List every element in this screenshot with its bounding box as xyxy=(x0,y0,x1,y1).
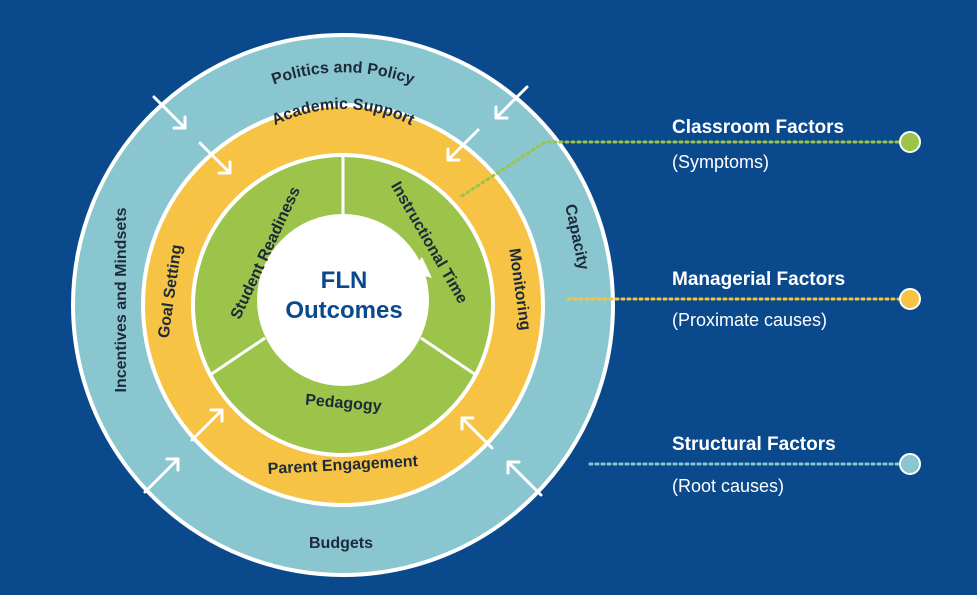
legend-connectors xyxy=(460,140,902,466)
arrow-icon xyxy=(410,257,432,278)
label-pedagogy: Pedagogy xyxy=(305,392,383,416)
legend-managerial-subtitle: (Proximate causes) xyxy=(672,310,827,330)
center-title-line1: FLN xyxy=(321,267,368,294)
center-circle xyxy=(257,214,429,386)
label-budgets: Budgets xyxy=(309,535,373,552)
managerial-dot xyxy=(899,288,921,310)
legend-classroom-subtitle: (Symptoms) xyxy=(672,152,769,172)
arrow-icon xyxy=(152,95,187,130)
arrow-icon xyxy=(198,141,232,175)
arrow-icon xyxy=(494,85,529,120)
arrow-icon xyxy=(506,460,543,497)
classroom-dot xyxy=(899,131,921,153)
center-title-line2: Outcomes xyxy=(285,297,402,324)
arrow-icon xyxy=(190,408,224,442)
arrow-icon xyxy=(338,368,351,385)
legend-managerial-title: Managerial Factors xyxy=(672,269,845,290)
managerial-arrows xyxy=(190,128,494,450)
arrow-icon xyxy=(143,457,180,494)
structural-dot xyxy=(899,453,921,475)
legend-structural-subtitle: (Root causes) xyxy=(672,476,784,496)
inner-ring-dividers xyxy=(209,155,477,377)
label-incentives-and-mindsets: Incentives and Mindsets xyxy=(113,207,130,392)
arrow-icon xyxy=(446,128,480,162)
structural-arrows xyxy=(143,85,543,497)
arrow-icon xyxy=(460,416,494,450)
arrow-icon xyxy=(262,260,282,282)
legend-structural-title: Structural Factors xyxy=(672,434,836,455)
legend-classroom-title: Classroom Factors xyxy=(672,117,844,138)
classroom-connector xyxy=(460,140,902,198)
classroom-arrows xyxy=(262,257,432,385)
